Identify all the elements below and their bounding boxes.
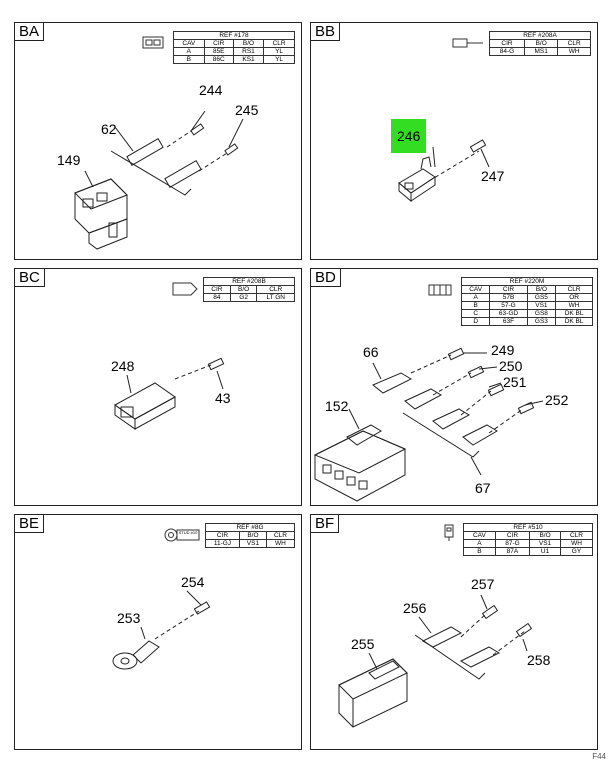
callout-256: 256 (403, 600, 427, 616)
callout-257: 257 (471, 576, 495, 592)
callout-251: 251 (503, 374, 527, 390)
parts-illustration (338, 594, 533, 728)
terminal-icon (452, 38, 483, 48)
callout-252: 252 (545, 392, 569, 408)
table-cell: 84 (203, 293, 231, 302)
table-cell: KS1 (232, 55, 265, 64)
parts-illustration (114, 357, 225, 430)
connector-icon (444, 524, 454, 541)
panel-ba: BA REF #178 CAV CIR B/O CLR A 85E RS1 YL… (14, 22, 302, 260)
callout-66: 66 (363, 344, 379, 360)
panel-tag: BE (15, 515, 45, 533)
callout-149: 149 (57, 152, 81, 168)
panel-tag: BD (311, 269, 341, 287)
callout-62: 62 (101, 121, 117, 137)
panel-tag: BA (15, 23, 45, 41)
table-cell: MS1 (524, 47, 559, 56)
panel-bd: BD REF #220M CAV CIR B/O CLR A 57B GS5 O… (310, 268, 598, 506)
reference-table: REF #510 CAV CIR B/O CLR A 87-G VS1 WH B… (463, 523, 594, 556)
panel-tag: BB (311, 23, 341, 41)
reference-table: REF #178 CAV CIR B/O CLR A 85E RS1 YL B … (173, 31, 295, 64)
reference-table: REF #208A CIR B/O CLR 84-G MS1 WH (488, 31, 591, 56)
table-cell: 87A (494, 547, 531, 556)
table-cell: G2 (229, 293, 258, 302)
table-row: 84 G2 LT GN (203, 293, 295, 302)
connector-icon (142, 36, 164, 49)
parts-illustration (398, 139, 490, 203)
callout-246-highlighted: 246 (391, 119, 427, 153)
ring-terminal-icon (164, 528, 200, 542)
stud-label: STUD #10 (178, 530, 198, 535)
panel-bc: BC REF #208B CIR B/O CLR 84 G2 LT GN 248… (14, 268, 302, 506)
callout-244: 244 (199, 82, 223, 98)
parts-illustration (112, 590, 211, 670)
callout-255: 255 (351, 636, 375, 652)
table-cell: YL (263, 55, 295, 64)
panel-tag: BC (15, 269, 45, 287)
callout-250: 250 (499, 358, 523, 374)
table-cell: DK BL (555, 317, 593, 326)
parts-illustration (313, 347, 544, 502)
reference-table: REF #208B CIR B/O CLR 84 G2 LT GN (203, 277, 295, 302)
callout-67: 67 (475, 480, 491, 496)
table-cell: D (460, 317, 491, 326)
panel-bb: BB REF #208A CIR B/O CLR 84-G MS1 WH (310, 22, 598, 260)
table-row: 84-G MS1 WH (488, 47, 591, 56)
callout-152: 152 (325, 398, 349, 414)
callout-249: 249 (491, 342, 515, 358)
callout-248: 248 (111, 358, 135, 374)
page-number: F44 (592, 752, 606, 761)
reference-table: REF #220M CAV CIR B/O CLR A 57B GS5 OR B… (460, 277, 593, 326)
table-cell: WH (557, 47, 591, 56)
panel-be: BE STUD #10 REF #8G CIR B/O CLR 11-GJ VS… (14, 514, 302, 750)
callout-253: 253 (117, 610, 141, 626)
table-cell: 63F (489, 317, 528, 326)
table-row: B 86C KS1 YL (173, 55, 295, 64)
parts-illustration (74, 110, 244, 250)
callout-254: 254 (181, 574, 205, 590)
callout-245: 245 (235, 102, 259, 118)
table-cell: LT GN (256, 293, 295, 302)
table-row: C 63-GD GS8 DK BL (460, 309, 593, 318)
table-row: 11-GJ VS1 WH (205, 539, 296, 548)
table-cell: GY (559, 547, 594, 556)
table-row: D 63F GS3 DK BL (460, 317, 593, 326)
callout-247: 247 (481, 168, 505, 184)
reference-table: REF #8G CIR B/O CLR 11-GJ VS1 WH (205, 523, 296, 548)
terminal-icon (172, 282, 198, 296)
connector-icon (428, 284, 452, 296)
panel-tag: BF (311, 515, 340, 533)
table-cell: WH (265, 539, 296, 548)
panel-bf: BF REF #510 CAV CIR B/O CLR A 87-G VS1 W… (310, 514, 598, 750)
table-row: B 87A U1 GY (463, 547, 594, 556)
callout-258: 258 (527, 652, 551, 668)
callout-43: 43 (215, 390, 231, 406)
